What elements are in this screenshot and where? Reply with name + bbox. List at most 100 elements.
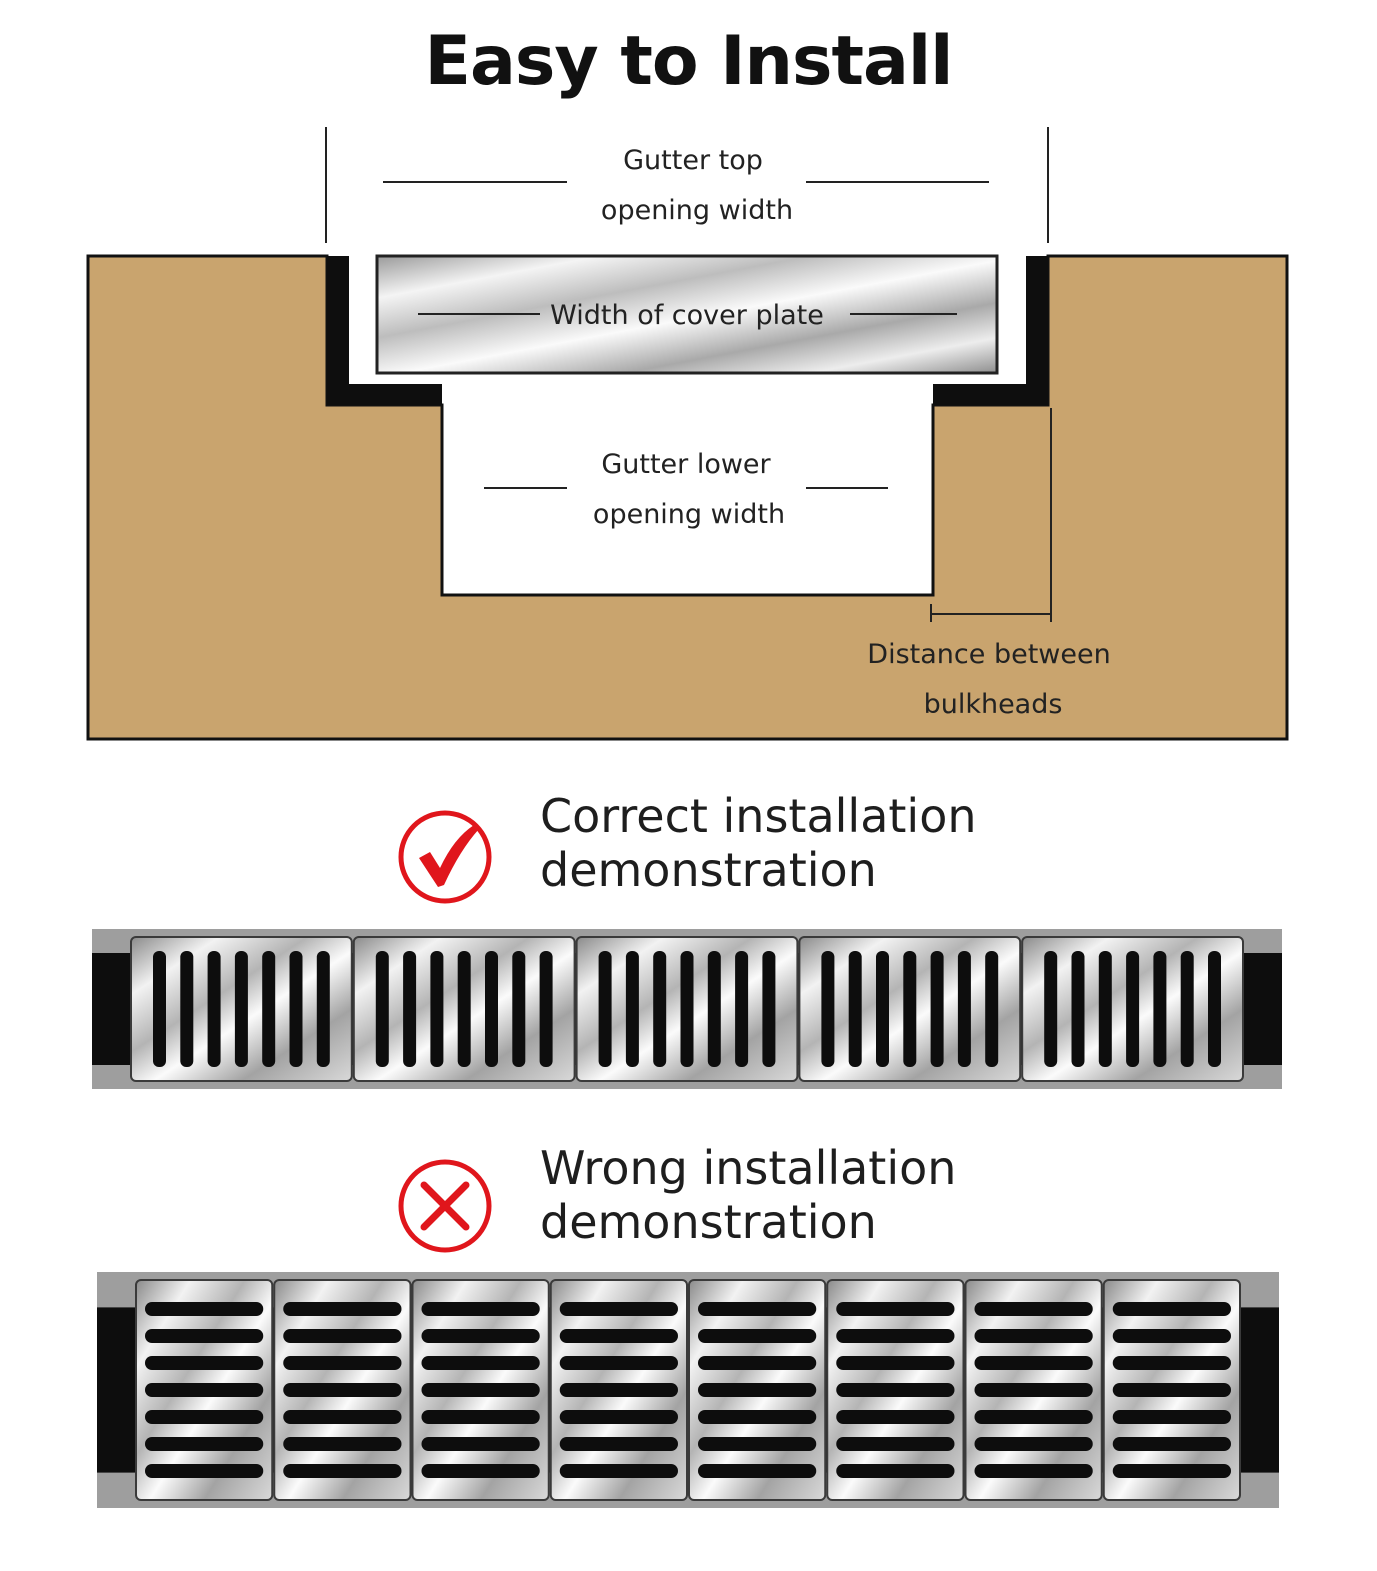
channel-lining-right (933, 256, 1048, 405)
grate-slot (421, 1410, 540, 1424)
grate-slot (262, 951, 276, 1067)
grate-slot (876, 951, 889, 1067)
grate-slot (283, 1329, 402, 1343)
correct-heading-line2: demonstration (540, 843, 877, 897)
grate-slot (698, 1464, 817, 1478)
grate-slot (1153, 951, 1167, 1067)
grate-slot (559, 1302, 678, 1316)
grate-slot (1044, 951, 1058, 1067)
grate-slot (316, 951, 330, 1067)
gutter-lower-label-line1: Gutter lower (601, 449, 771, 480)
grate-slot (283, 1383, 402, 1397)
grate-slot (283, 1410, 402, 1424)
wrong-heading-line2: demonstration (540, 1195, 877, 1249)
check-circle-icon (398, 810, 492, 904)
grate-slot (283, 1437, 402, 1451)
grate-slot (1112, 1356, 1231, 1370)
wrong-grate-illustration (97, 1272, 1279, 1508)
grate-slot (821, 951, 835, 1067)
grate-slot (836, 1302, 955, 1316)
correct-heading-line1: Correct installation (540, 789, 977, 843)
grate-slot (836, 1410, 955, 1424)
grate-slot (974, 1302, 1093, 1316)
grate-slot (698, 1302, 817, 1316)
distance-label-line1: Distance between (867, 639, 1110, 670)
grate-slot (1071, 951, 1085, 1067)
grate-slot (836, 1329, 955, 1343)
grate-slot (974, 1329, 1093, 1343)
grate-slot (283, 1464, 402, 1478)
grate-slot (421, 1383, 540, 1397)
grate-slot (836, 1437, 955, 1451)
grate-slot (283, 1356, 402, 1370)
x-circle-icon (398, 1159, 492, 1253)
grate-slot (430, 951, 444, 1067)
grate-slot (698, 1437, 817, 1451)
grate-slot (985, 951, 999, 1067)
grate-slot (145, 1383, 264, 1397)
grate-slot (1180, 951, 1194, 1067)
grate-slot (421, 1329, 540, 1343)
grate-slot (1208, 951, 1221, 1067)
grate-slot (234, 951, 248, 1067)
grate-slot (836, 1464, 955, 1478)
grate-slot (957, 951, 971, 1067)
grate-slot (974, 1410, 1093, 1424)
grate-slot (698, 1356, 817, 1370)
grate-slot (180, 951, 194, 1067)
grate-slot (1098, 951, 1112, 1067)
channel-lining-left (327, 256, 442, 405)
grate-slot (559, 1383, 678, 1397)
grate-slot (1112, 1410, 1231, 1424)
grate-slot (974, 1464, 1093, 1478)
grate-slot (625, 951, 639, 1067)
grate-slot (1112, 1464, 1231, 1478)
grate-slot (421, 1302, 540, 1316)
grate-slot (836, 1356, 955, 1370)
correct-installation-heading: Correct installation demonstration (540, 789, 977, 897)
grate-slot (512, 951, 526, 1067)
correct-grate-illustration (92, 929, 1282, 1089)
grate-slot (145, 1302, 264, 1316)
grate-slot (145, 1437, 264, 1451)
grate-slot (559, 1329, 678, 1343)
grate-slot (698, 1383, 817, 1397)
grate-slot (403, 951, 417, 1067)
grate-slot (289, 951, 303, 1067)
grate-slot (680, 951, 694, 1067)
grate-slot (145, 1410, 264, 1424)
grate-slot (559, 1410, 678, 1424)
grate-slot (559, 1464, 678, 1478)
grate-slot (283, 1302, 402, 1316)
grate-slot (539, 951, 553, 1067)
grate-slot (698, 1329, 817, 1343)
wrong-installation-heading: Wrong installation demonstration (540, 1141, 956, 1249)
grate-slot (762, 951, 776, 1067)
grate-slot (903, 951, 917, 1067)
grate-slot (974, 1383, 1093, 1397)
cover-plate-label: Width of cover plate (550, 300, 824, 331)
gutter-lower-label-line2: opening width (593, 499, 785, 530)
grate-slot (1112, 1302, 1231, 1316)
grate-slot (930, 951, 944, 1067)
wrong-heading-line1: Wrong installation (540, 1141, 957, 1195)
grate-slot (1112, 1437, 1231, 1451)
grate-slot (145, 1329, 264, 1343)
grate-slot (836, 1383, 955, 1397)
gutter-top-label-line2: opening width (601, 195, 793, 226)
grate-slot (559, 1437, 678, 1451)
grate-slot (421, 1356, 540, 1370)
grate-slot (653, 951, 667, 1067)
grate-slot (485, 951, 498, 1067)
grate-slot (153, 951, 166, 1067)
grate-slot (421, 1437, 540, 1451)
grate-slot (1112, 1329, 1231, 1343)
grate-slot (145, 1464, 264, 1478)
gutter-cross-section-diagram: Gutter top opening width Width of cover … (86, 127, 1289, 741)
grate-slot (698, 1410, 817, 1424)
distance-label-line2: bulkheads (924, 689, 1063, 720)
grate-slot (707, 951, 721, 1067)
gutter-top-label-line1: Gutter top (623, 145, 763, 176)
grate-slot (974, 1356, 1093, 1370)
grate-slot (375, 951, 389, 1067)
